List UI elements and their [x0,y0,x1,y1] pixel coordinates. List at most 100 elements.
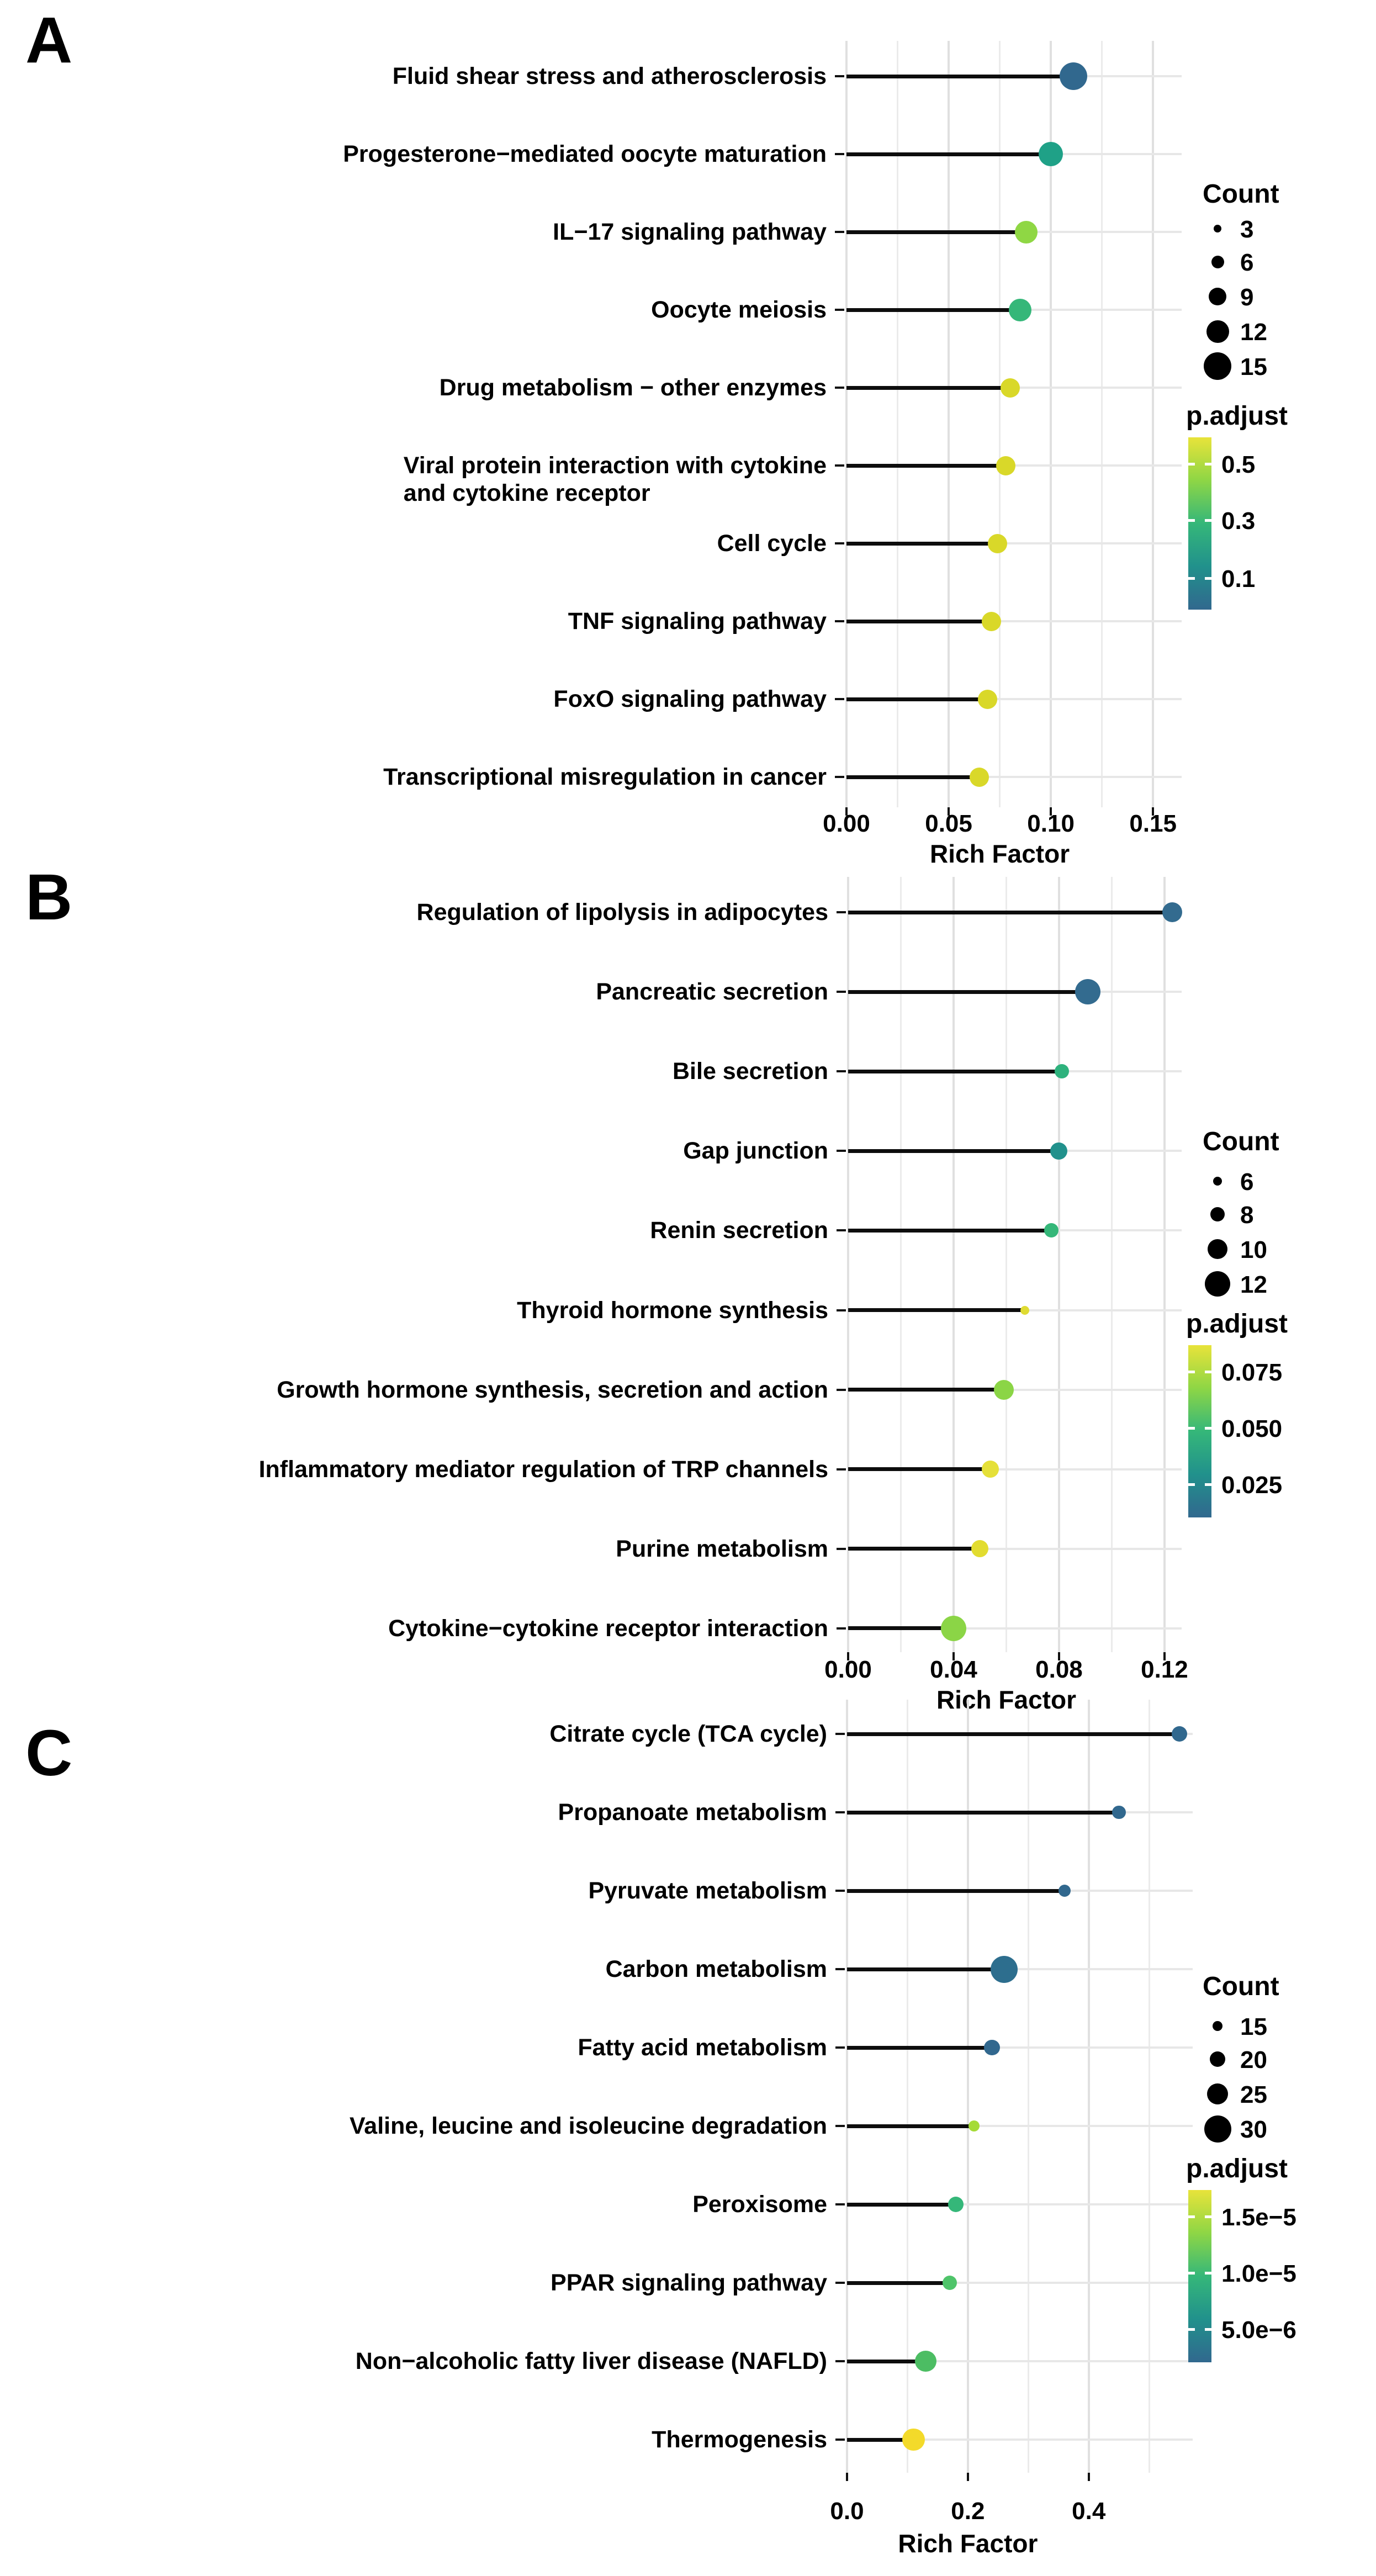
y-axis-tick [837,1150,846,1152]
pathway-label-text: Gap junction [683,1138,828,1165]
y-axis-tick [835,309,844,311]
x-axis-tick [948,807,950,816]
lollipop-stem [848,1388,1004,1392]
padjust-tick-label: 1.5e−5 [1221,2204,1296,2231]
colorbar-tick [1188,1483,1195,1486]
gridline-major [966,1700,969,2473]
lollipop-stem [847,1967,1004,1971]
colorbar-tick [1205,1483,1211,1486]
colorbar-tick [1205,2328,1211,2331]
pathway-label: Propanoate metabolism [11,1799,827,1826]
pathway-label-text: Citrate cycle (TCA cycle) [549,1721,827,1747]
lollipop-stem [847,2437,914,2442]
colorbar-tick [1188,519,1195,522]
gridline-row [847,2125,1193,2127]
padjust-tick-label: 0.075 [1221,1359,1283,1386]
data-point [970,767,989,787]
y-axis-tick [835,542,844,544]
pathway-label: Renin secretion [11,1216,828,1244]
data-point [982,611,1002,631]
gridline-major [1057,877,1060,1652]
data-point [968,2120,980,2132]
pathway-label-text: Viral protein interaction with cytokine … [403,452,827,506]
data-point [940,1615,966,1641]
x-tick-label: 0.0 [830,2498,864,2525]
x-tick-label: 0.10 [1027,810,1075,837]
gridline-row [846,776,1182,778]
colorbar-tick [1205,2215,1211,2218]
y-axis-tick [837,1627,846,1630]
gridline-minor [899,877,902,1652]
panel-letter-a: A [25,4,73,77]
colorbar-tick [1188,1426,1195,1430]
y-axis-tick [835,776,844,778]
y-axis-tick [835,2046,845,2049]
data-point [982,1461,999,1478]
x-tick-label: 0.05 [925,810,972,837]
count-legend-label: 6 [1240,1168,1254,1196]
gridline-major [1152,41,1155,807]
y-axis-tick [837,1309,846,1311]
x-axis-tick [1152,807,1155,816]
data-point [977,689,997,709]
pathway-label-text: Fluid shear stress and atherosclerosis [392,63,827,89]
lollipop-stem [846,775,980,779]
gridline-major [846,1700,848,2473]
lollipop-stem [846,463,1006,468]
lollipop-stem [848,1308,1025,1312]
data-point [1015,220,1038,244]
y-axis-tick [835,2439,845,2441]
lollipop-stem [848,1149,1059,1153]
colorbar-tick [1205,1370,1211,1373]
gridline-row [846,542,1182,544]
pathway-label-text: Purine metabolism [616,1535,828,1562]
data-point [1162,902,1183,922]
count-legend-label: 6 [1240,249,1254,276]
lollipop-stem [846,308,1020,312]
gridline-minor [1148,1700,1150,2473]
data-point [1050,1142,1068,1160]
data-point [1075,979,1101,1005]
data-point [1020,1305,1029,1315]
count-legend-dot [1206,320,1229,343]
count-legend-title: Count [1203,1127,1279,1156]
pathway-label: Growth hormone synthesis, secretion and … [11,1376,828,1404]
padjust-colorbar [1188,437,1211,610]
gridline-row [847,2360,1193,2362]
data-point [996,456,1016,475]
y-axis-tick [837,1388,846,1391]
gridline-row [846,620,1182,622]
padjust-colorbar [1188,2190,1211,2362]
y-axis-tick [835,698,844,700]
lollipop-stem [846,541,998,546]
count-legend-label: 25 [1240,2081,1267,2108]
count-legend-label: 30 [1240,2116,1267,2143]
x-tick-label: 0.12 [1141,1656,1188,1683]
pathway-label: Carbon metabolism [11,1955,827,1983]
pathway-label: Fatty acid metabolism [11,2034,827,2061]
y-axis-tick [835,1733,845,1735]
padjust-tick-label: 0.3 [1221,507,1256,535]
pathway-label: Bile secretion [11,1057,828,1085]
count-legend-label: 12 [1240,319,1267,346]
colorbar-tick [1188,2215,1195,2218]
lollipop-stem [848,1626,954,1631]
y-axis-tick [835,75,844,77]
padjust-tick-label: 0.025 [1221,1472,1283,1499]
lollipop-stem [847,2202,956,2207]
pathway-label: Inflammatory mediator regulation of TRP … [11,1456,828,1483]
gridline-major [1087,1700,1090,2473]
y-axis-tick [835,2282,845,2284]
count-legend-label: 15 [1240,2013,1267,2040]
count-legend-dot [1209,288,1226,305]
padjust-legend-title: p.adjust [1186,401,1288,431]
x-axis-tick [966,2473,969,2481]
lollipop-stem [846,697,988,701]
count-legend-label: 15 [1240,353,1267,380]
data-point [1059,62,1087,90]
y-axis-tick [835,153,844,155]
pathway-label-text: Progesterone−mediated oocyte maturation [343,141,827,167]
x-tick-label: 0.04 [930,1656,977,1683]
